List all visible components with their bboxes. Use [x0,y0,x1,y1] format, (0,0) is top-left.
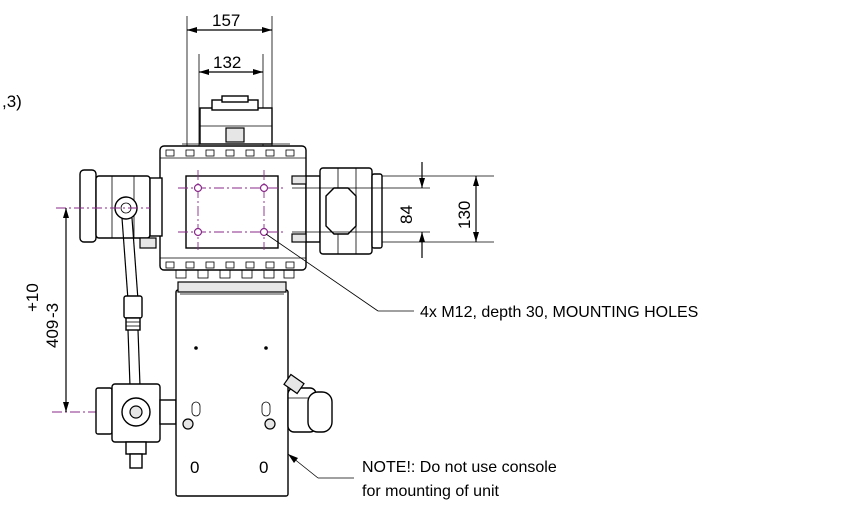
left-upper-valve [79,169,163,249]
dim-409: 409 -3 +10 [23,207,196,413]
dim-132-label: 132 [213,53,241,72]
main-housing [159,145,307,279]
dim-84-label: 84 [397,205,416,224]
right-port [291,167,383,255]
console-mark-left: 0 [190,458,199,477]
hose [121,217,143,387]
dim-409-tol-upper: +10 [23,283,42,312]
note-console-line1: NOTE!: Do not use console [362,459,557,476]
dim-157: 157 [186,11,273,150]
partial-label: ,3) [2,92,22,111]
dim-409-tol-lower: -3 [43,303,62,318]
note-console-line2: for mounting of unit [362,483,500,500]
dim-157-label: 157 [212,11,240,30]
dim-409-base: 409 [43,320,62,348]
dim-130: 130 [382,175,494,243]
leader-mounting-holes: 4x M12, depth 30, MOUNTING HOLES [265,233,698,321]
dim-84: 84 [292,162,430,258]
note-mounting-holes: 4x M12, depth 30, MOUNTING HOLES [420,304,698,321]
console: 0 0 [175,281,289,497]
side-fitting [283,373,333,433]
console-mark-right: 0 [259,458,268,477]
mounting-holes [178,170,286,250]
left-lower-valve [95,383,177,469]
dim-130-label: 130 [455,201,474,229]
leader-console: NOTE!: Do not use console for mounting o… [287,453,557,500]
top-cap [182,95,290,145]
